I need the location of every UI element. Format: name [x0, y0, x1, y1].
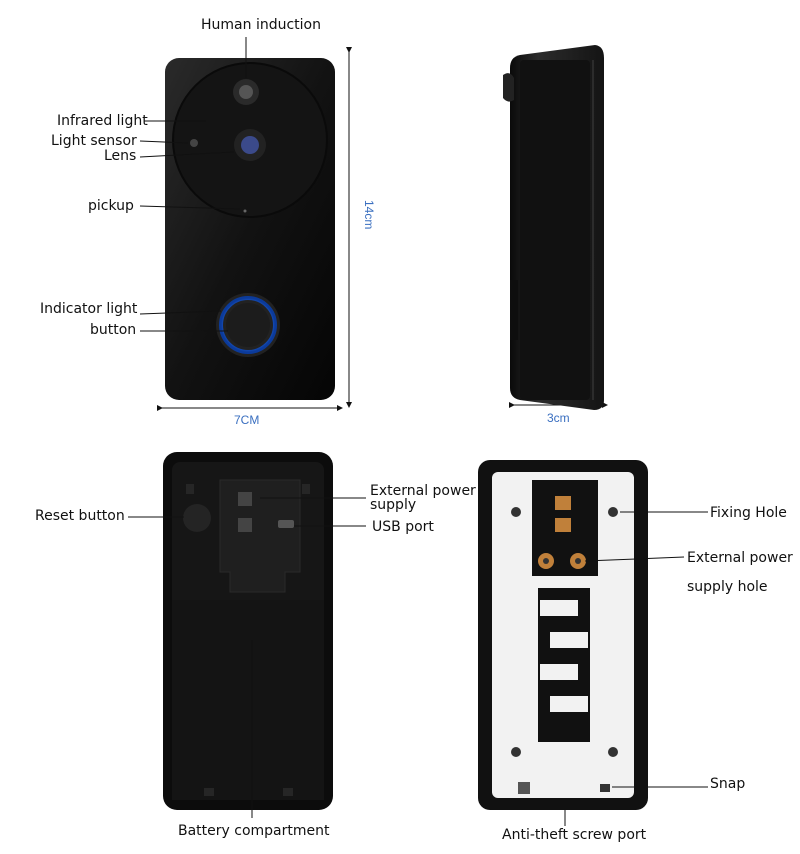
- label-battery-compartment: Battery compartment: [178, 823, 330, 839]
- label-anti-theft-screw-port: Anti-theft screw port: [502, 827, 647, 843]
- label-infrared-light: Infrared light: [57, 113, 148, 129]
- fixing-hole-bottom-left: [511, 747, 521, 757]
- dimension-width: 7CM: [234, 413, 260, 427]
- light-sensor-dot: [190, 139, 198, 147]
- label-external-power-1: External power: [370, 483, 476, 499]
- fixing-hole-left: [511, 507, 521, 517]
- dimension-depth: 3cm: [547, 411, 570, 425]
- pin-2: [555, 518, 571, 532]
- fixing-hole-right: [608, 507, 618, 517]
- front-callouts: [139, 37, 247, 332]
- snap-shape: [600, 784, 610, 792]
- label-external-power-hole-1: External power: [687, 550, 793, 566]
- label-indicator-light: Indicator light: [40, 301, 138, 317]
- reset-button-shape: [183, 504, 211, 532]
- back-view: [163, 452, 333, 810]
- label-pickup: pickup: [88, 198, 134, 214]
- power-terminal-2: [238, 518, 252, 532]
- mount-plate-view: [478, 460, 648, 810]
- label-fixing-hole: Fixing Hole: [710, 505, 787, 521]
- pin-1: [555, 496, 571, 510]
- mount-callouts: [564, 511, 708, 826]
- fixing-hole-bottom-right: [608, 747, 618, 757]
- dimension-height: 14cm: [362, 200, 376, 230]
- label-human-induction: Human induction: [201, 17, 321, 33]
- anti-theft-screw: [518, 782, 530, 794]
- front-view: [165, 58, 335, 400]
- label-reset-button: Reset button: [35, 508, 125, 524]
- power-terminal-1: [238, 492, 252, 506]
- label-light-sensor: Light sensor: [51, 133, 137, 149]
- label-external-power-2: supply: [370, 497, 417, 513]
- label-snap: Snap: [710, 776, 746, 792]
- indicator-ring: [219, 296, 277, 354]
- call-button: [226, 303, 270, 347]
- label-button: button: [90, 322, 137, 338]
- side-pir-bump: [503, 73, 514, 102]
- label-lens: Lens: [104, 148, 137, 164]
- pickup-mic: [243, 209, 247, 213]
- label-usb-port: USB port: [372, 519, 434, 535]
- back-callouts: [128, 497, 366, 818]
- label-external-power-hole-2: supply hole: [687, 579, 768, 595]
- side-view: [503, 45, 604, 410]
- usb-port-shape: [278, 520, 294, 528]
